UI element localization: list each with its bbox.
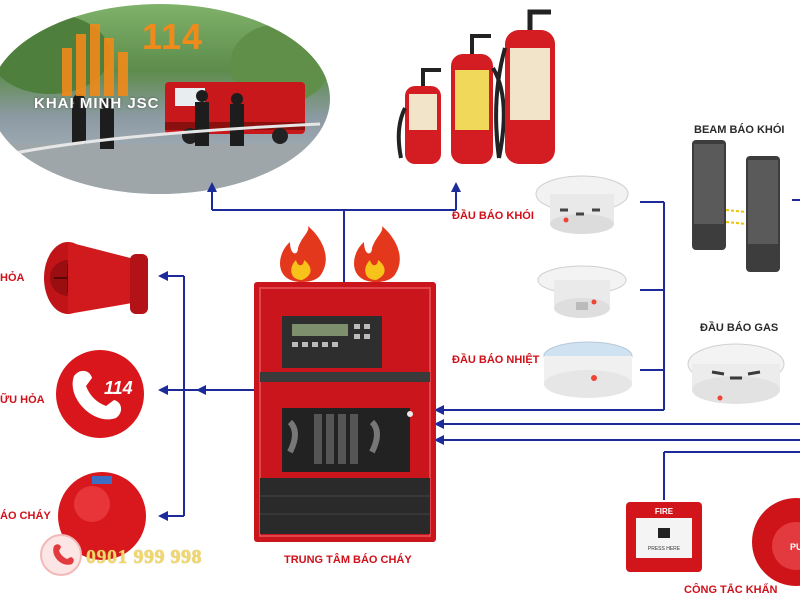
manual-call-point-label: CÔNG TẮC KHẨN [684,584,778,596]
hotline-number: 114 [104,378,133,398]
logo-number: 114 [142,16,204,57]
control-panel-label: TRUNG TÂM BÁO CHÁY [284,554,412,566]
smoke-detector-label: ĐẦU BÁO KHÓI [452,210,534,222]
call-point-top-text: FIRE [655,507,674,516]
beam-detector-label: BEAM BÁO KHÓI [694,124,785,136]
gas-detector-icon [687,343,785,404]
flame-icon [280,226,326,282]
firefighters-scene [0,14,330,194]
gas-detector-label: ĐẦU BÁO GAS [700,322,779,334]
beam-detector-icon [692,140,780,272]
phone-number[interactable]: 0901 999 998 [86,546,202,568]
siren-icon [44,242,148,314]
alarm-button-text: PUSH [790,542,800,552]
flame-icons [280,226,400,282]
heat-detector-label: ĐẦU BÁO NHIỆT [452,354,540,366]
siren-label: HỎA [0,272,25,284]
phone-call-icon[interactable] [40,534,82,576]
alarm-bell-icon [58,472,146,560]
fire-extinguishers [396,9,555,164]
smoke-detector-icon [535,175,629,234]
call-point-bottom-text: PRESS HERE [648,546,681,552]
hotline-label: ỮU HỎA [0,394,45,406]
fire-alarm-control-panel [254,282,436,542]
firefighters-photo [0,4,330,194]
manual-call-point-icon: FIRE PRESS HERE [626,502,702,572]
flame-icon [354,226,400,282]
hotline-114-icon: 114 [56,350,144,438]
detector-icon [537,265,627,318]
alarm-push-button-icon: PUSH [752,498,800,586]
bell-label: ÁO CHÁY [0,510,51,522]
logo-company-name: KHAI MINH JSC [34,95,160,112]
heat-detector-icon [543,341,633,398]
